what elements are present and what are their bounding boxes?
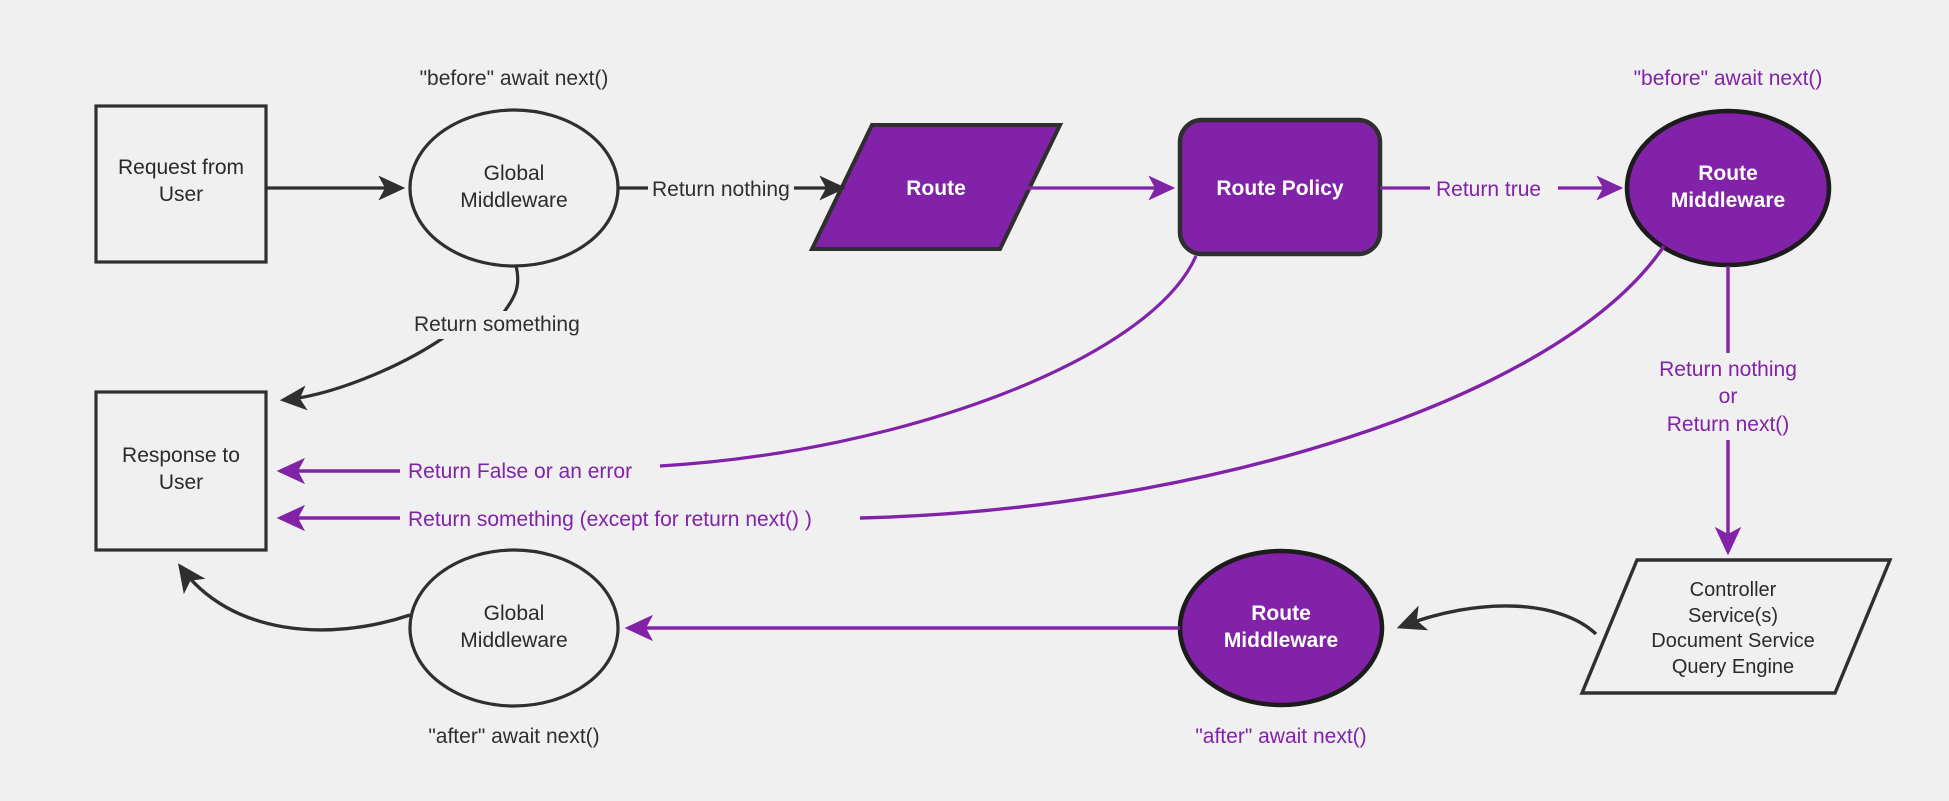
- rnon-line-3: Return next(): [1666, 412, 1790, 436]
- rnon-line-2: or: [1718, 385, 1738, 409]
- node-response-to-user: [94, 390, 268, 552]
- annotation-after-await-next-global: "after" await next(): [428, 725, 600, 748]
- edge-policy-return-false-curve: [659, 255, 1198, 468]
- annotation-after-await-next-route: "after" await next(): [1195, 725, 1367, 748]
- edge-label-return-something: Return something: [410, 311, 584, 339]
- node-request-from-user: [94, 104, 268, 264]
- annotation-before-await-next-global: "before" await next(): [419, 67, 609, 90]
- rnon-line-1: Return nothing: [1659, 358, 1797, 381]
- edge-label-return-nothing: Return nothing: [648, 176, 794, 204]
- node-controller-stack: [1579, 558, 1893, 695]
- edge-label-return-false-or-error: Return False or an error: [404, 458, 637, 486]
- edge-global-return-something-lower: [279, 334, 447, 411]
- edge-controller-to-rm-bottom: [1396, 604, 1598, 636]
- edge-label-return-something-except: Return something (except for return next…: [404, 506, 816, 534]
- edge-label-return-true: Return true: [1432, 176, 1546, 204]
- edge-gm-bottom-to-response: [178, 563, 411, 632]
- node-global-middleware-bottom: [408, 548, 620, 708]
- edge-rm-return-something-curve: [859, 245, 1666, 520]
- node-global-middleware-top: [408, 108, 620, 268]
- edge-label-return-nothing-or-next: Return nothing or Return next(): [1608, 356, 1848, 438]
- node-route-policy: [1177, 117, 1383, 257]
- node-route-middleware-bottom: [1177, 548, 1385, 708]
- node-route: [808, 123, 1064, 251]
- node-route-middleware-top: [1624, 108, 1832, 268]
- annotation-before-await-next-route: "before" await next(): [1633, 67, 1823, 90]
